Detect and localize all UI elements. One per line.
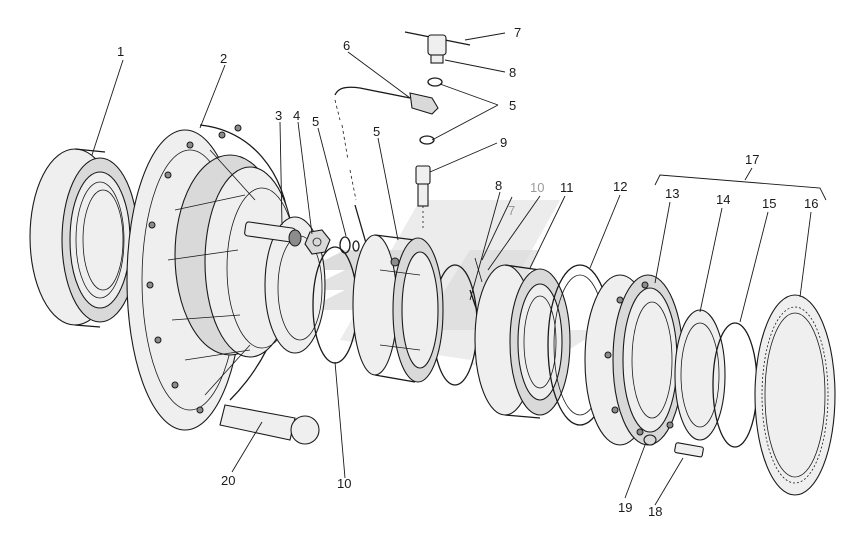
callout-2: 2	[220, 51, 227, 66]
callout-1: 1	[117, 44, 124, 59]
callout-4: 4	[293, 108, 300, 123]
callout-8b: 8	[495, 178, 502, 193]
callout-20: 20	[221, 473, 235, 488]
part-18-bolt	[674, 442, 704, 458]
callout-17: 17	[745, 152, 759, 167]
part-20-pin	[219, 404, 320, 445]
part-2-hub-housing	[126, 124, 326, 431]
callout-13: 13	[665, 186, 679, 201]
part-19-washer	[643, 434, 657, 446]
callout-9: 9	[500, 135, 507, 150]
callout-7: 7	[514, 25, 521, 40]
leader-lines	[91, 32, 827, 506]
part-12-inner-bearing	[474, 264, 571, 419]
callout-15: 15	[762, 196, 776, 211]
callout-7b: 7	[508, 203, 515, 218]
part-4-nut	[304, 229, 331, 255]
callout-19: 19	[618, 500, 632, 515]
part-3-stud	[244, 221, 302, 247]
part-1-bearing	[29, 148, 139, 328]
part-9-bolt	[415, 165, 431, 230]
callout-16: 16	[804, 196, 818, 211]
callout-14: 14	[716, 192, 730, 207]
part-16-gear-ring	[754, 294, 836, 496]
callout-5a: 5	[312, 114, 319, 129]
part-7-8-fitting	[404, 31, 471, 64]
part-11-sleeve	[352, 234, 483, 383]
callout-5c: 5	[509, 98, 516, 113]
part-13-cover	[584, 274, 684, 446]
callout-8: 8	[509, 65, 516, 80]
callout-11: 11	[560, 180, 574, 195]
callout-labels: 1 2 3 4 5 5 5 6 7 7 8 8 9 10 10 11 12 13…	[117, 25, 818, 519]
callout-5b: 5	[373, 124, 380, 139]
callout-12: 12	[613, 179, 627, 194]
callout-10b: 10	[337, 476, 351, 491]
callout-6: 6	[343, 38, 350, 53]
callout-18: 18	[648, 504, 662, 519]
callout-3: 3	[275, 108, 282, 123]
callout-10: 10	[530, 180, 544, 195]
